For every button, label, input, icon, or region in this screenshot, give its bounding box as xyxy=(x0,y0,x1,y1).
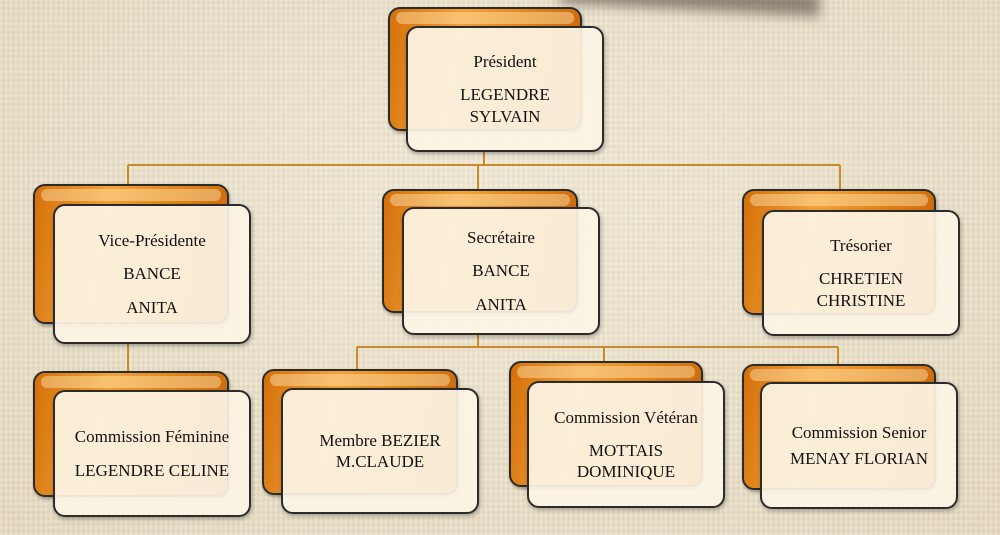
node-president-box: Président LEGENDRE SYLVAIN xyxy=(406,26,604,152)
person-name: ANITA xyxy=(475,294,527,314)
role-label: Commission Senior xyxy=(791,423,927,443)
node-secretary-box: Secrétaire BANCE ANITA xyxy=(402,207,600,335)
person-name: BANCE xyxy=(123,264,181,284)
person-name: MENAY FLORIAN xyxy=(789,448,929,468)
member-label: Membre BEZIER xyxy=(319,430,441,450)
role-label: Président xyxy=(473,52,537,72)
person-name: CHRISTINE xyxy=(816,290,906,310)
person-name: MOTTAIS xyxy=(588,440,664,460)
person-name: LEGENDRE CELINE xyxy=(74,460,230,480)
role-label: Secrétaire xyxy=(467,228,535,248)
person-name: LEGENDRE xyxy=(460,85,550,105)
node-member-box: Membre BEZIER M.CLAUDE xyxy=(281,388,479,514)
node-treasurer-box: Trésorier CHRETIEN CHRISTINE xyxy=(762,210,960,336)
role-label: Vice-Présidente xyxy=(98,231,206,251)
node-commission-feminine-box: Commission Féminine LEGENDRE CELINE xyxy=(53,390,251,517)
node-commission-senior-box: Commission Senior MENAY FLORIAN xyxy=(760,382,958,509)
role-label: Commission Vétéran xyxy=(554,407,698,427)
person-name: BANCE xyxy=(472,261,530,281)
role-label: Commission Féminine xyxy=(74,427,230,447)
node-commission-veteran-box: Commission Vétéran MOTTAIS DOMINIQUE xyxy=(527,381,725,508)
person-name: CHRETIEN xyxy=(818,269,904,289)
person-name: SYLVAIN xyxy=(469,106,541,126)
role-label: Trésorier xyxy=(830,236,892,256)
node-vice-president-box: Vice-Présidente BANCE ANITA xyxy=(53,204,251,344)
person-name: ANITA xyxy=(126,297,178,317)
person-name: DOMINIQUE xyxy=(576,462,676,482)
person-name: M.CLAUDE xyxy=(335,452,425,471)
